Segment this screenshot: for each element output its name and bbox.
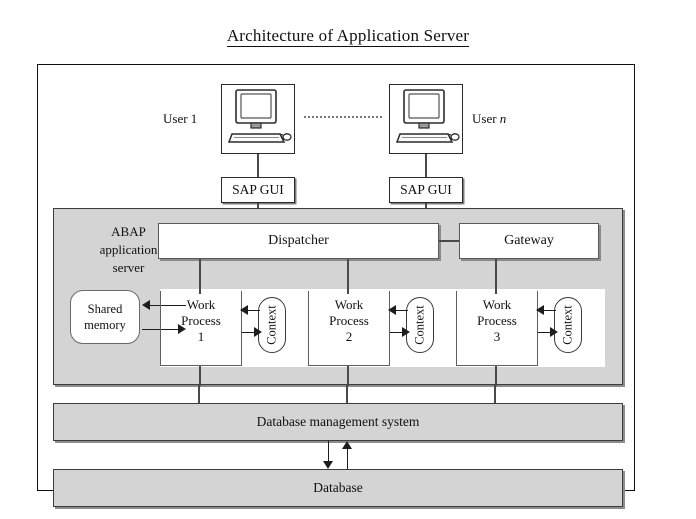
user-n-terminal-box bbox=[389, 84, 463, 154]
connector-wp1-to-dbms bbox=[199, 366, 201, 386]
sap-gui-label: SAP GUI bbox=[400, 182, 452, 197]
connector-gateway-to-wp3 bbox=[495, 259, 497, 294]
page-title-text: Architecture of Application Server bbox=[226, 26, 470, 47]
diagram-frame: User 1 User n SAP GUI SAP GUI ABAP appli… bbox=[37, 64, 635, 507]
context-2-box[interactable]: Context bbox=[406, 297, 434, 353]
arrow-wp1-to-shared-memory-shaft bbox=[149, 304, 186, 307]
arrow-wp1-to-shared-memory-head bbox=[142, 300, 150, 310]
connector-abap-to-dbms-2 bbox=[346, 385, 348, 403]
dispatcher-label: Dispatcher bbox=[268, 233, 329, 248]
arrow-dbms-to-database-head bbox=[323, 461, 333, 469]
sap-gui-box-user1[interactable]: SAP GUI bbox=[221, 177, 295, 203]
work-process-3-label: Work Process 3 bbox=[477, 297, 517, 344]
arrow-shared-memory-to-wp1-head bbox=[178, 324, 186, 334]
user-n-label: User n bbox=[472, 111, 507, 126]
arrow-wp3-to-context3-head bbox=[550, 327, 558, 337]
arrow-context1-to-wp1-head bbox=[240, 305, 248, 315]
arrow-wp1-to-context1-shaft bbox=[242, 331, 255, 334]
dotted-separator bbox=[304, 116, 382, 118]
connector-dispatcher-to-wp1 bbox=[199, 259, 201, 294]
arrow-context3-to-wp3-head bbox=[536, 305, 544, 315]
work-process-3-box[interactable] bbox=[456, 291, 538, 366]
shared-memory-line2: memory bbox=[84, 318, 126, 332]
desktop-computer-icon bbox=[395, 89, 460, 143]
gateway-label: Gateway bbox=[504, 233, 554, 248]
connector-dispatcher-to-gateway bbox=[439, 240, 459, 242]
work-process-1-label: Work Process 1 bbox=[181, 297, 221, 344]
work-process-2-label: Work Process 2 bbox=[329, 297, 369, 344]
database-bar[interactable]: Database bbox=[53, 469, 623, 507]
desktop-computer-icon bbox=[227, 89, 292, 143]
connector-abap-to-dbms-1 bbox=[198, 385, 200, 403]
user-1-terminal-box bbox=[221, 84, 295, 154]
connector-usern-to-gui bbox=[425, 154, 427, 177]
sap-gui-box-usern[interactable]: SAP GUI bbox=[389, 177, 463, 203]
gateway-box[interactable]: Gateway bbox=[459, 223, 599, 259]
arrow-database-to-dbms-head bbox=[342, 441, 352, 449]
arrow-wp3-to-context3-shaft bbox=[538, 331, 551, 334]
context-3-label: Context bbox=[560, 305, 575, 345]
arrow-wp2-to-context2-head bbox=[402, 327, 410, 337]
sap-gui-label: SAP GUI bbox=[232, 182, 284, 197]
shared-memory-box[interactable]: Shared memory bbox=[70, 290, 140, 344]
arrow-wp1-to-context1-head bbox=[254, 327, 262, 337]
work-process-2-box[interactable] bbox=[308, 291, 390, 366]
dispatcher-box[interactable]: Dispatcher bbox=[158, 223, 439, 259]
connector-user1-to-gui bbox=[257, 154, 259, 177]
page-title: Architecture of Application Server bbox=[0, 26, 696, 47]
dbms-label: Database management system bbox=[256, 414, 420, 429]
arrow-context2-to-wp2-shaft bbox=[395, 309, 408, 312]
arrow-context2-to-wp2-head bbox=[388, 305, 396, 315]
arrow-context3-to-wp3-shaft bbox=[543, 309, 556, 312]
arrow-database-to-dbms-shaft bbox=[346, 447, 349, 469]
abap-application-server-panel: ABAP application server Dispatcher Gatew… bbox=[53, 208, 623, 386]
user-1-label: User 1 bbox=[163, 111, 198, 126]
connector-dispatcher-to-wp2 bbox=[347, 259, 349, 294]
database-label: Database bbox=[313, 480, 363, 495]
connector-abap-to-dbms-3 bbox=[494, 385, 496, 403]
abap-application-server-label: ABAP application server bbox=[99, 224, 158, 275]
context-1-label: Context bbox=[264, 305, 279, 345]
arrow-wp2-to-context2-shaft bbox=[390, 331, 403, 334]
connector-wp3-to-dbms bbox=[495, 366, 497, 386]
shared-memory-line1: Shared bbox=[87, 302, 123, 316]
dbms-bar[interactable]: Database management system bbox=[53, 403, 623, 441]
context-2-label: Context bbox=[412, 305, 427, 345]
work-process-band bbox=[160, 289, 605, 367]
context-1-box[interactable]: Context bbox=[258, 297, 286, 353]
arrow-context1-to-wp1-shaft bbox=[247, 309, 260, 312]
work-process-1-box[interactable] bbox=[160, 291, 242, 366]
connector-wp2-to-dbms bbox=[347, 366, 349, 386]
context-3-box[interactable]: Context bbox=[554, 297, 582, 353]
arrow-dbms-to-database-shaft bbox=[327, 441, 330, 463]
